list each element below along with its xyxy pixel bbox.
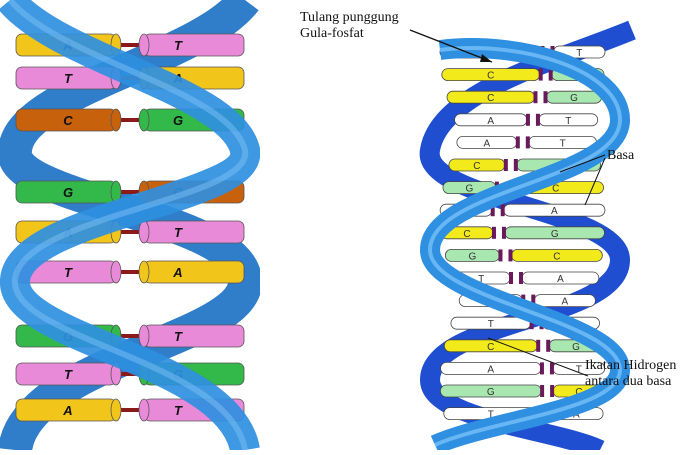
- hydrogen-bond: [549, 69, 553, 81]
- base-right-letter: A: [172, 265, 182, 280]
- base-left-letter: T: [64, 265, 73, 280]
- hydrogen-bond: [540, 385, 544, 397]
- base-right-letter: T: [174, 38, 183, 53]
- hydrogen-bond: [519, 272, 523, 284]
- base-right-letter: G: [173, 113, 183, 128]
- hydrogen-bond: [526, 136, 530, 148]
- label-backbone: Tulang punggung Gula-fosfat: [300, 10, 399, 42]
- base-right-letter: A: [551, 206, 558, 217]
- base-left-letter: A: [484, 138, 491, 149]
- base-right-letter: G: [572, 342, 580, 353]
- base-left-letter: T: [64, 71, 73, 86]
- base-left-letter: A: [487, 116, 494, 127]
- base-right-cap: [139, 109, 149, 131]
- hydrogen-bond: [533, 91, 537, 103]
- base-right-letter: T: [565, 116, 571, 127]
- hydrogen-bond: [550, 362, 554, 374]
- label-backbone-line2: Gula-fosfat: [300, 26, 399, 42]
- hydrogen-bond: [540, 362, 544, 374]
- base-left-letter: T: [488, 319, 494, 330]
- base-right-letter: A: [557, 274, 564, 285]
- base-right-letter: T: [174, 225, 183, 240]
- hydrogen-bond: [516, 136, 520, 148]
- hydrogen-bond: [508, 249, 512, 261]
- base-left-letter: G: [487, 387, 495, 398]
- base-left-letter: C: [487, 93, 494, 104]
- left-dna-diagram: ATTACGGCATTAGTTGAT: [0, 0, 260, 450]
- base-right-cap: [139, 221, 149, 243]
- base-left-letter: C: [487, 342, 494, 353]
- base-right-letter: C: [552, 184, 559, 195]
- hydrogen-bond: [501, 204, 505, 216]
- hydrogen-bond: [514, 159, 518, 171]
- label-backbone-line1: Tulang punggung: [300, 10, 399, 26]
- base-right-cap: [139, 325, 149, 347]
- base-left-cap: [111, 109, 121, 131]
- base-right-letter: A: [562, 297, 569, 308]
- base-left-letter: C: [473, 161, 480, 172]
- base-right-cap: [139, 261, 149, 283]
- label-base: Basa: [607, 148, 634, 164]
- base-left-letter: G: [63, 185, 73, 200]
- base-right: [144, 261, 244, 283]
- base-left-letter: G: [469, 251, 477, 262]
- base-right: [144, 325, 244, 347]
- label-hydrogen-bond: Ikatan Hidrogen antara dua basa: [585, 358, 676, 390]
- base-left-letter: C: [463, 229, 470, 240]
- hydrogen-bond: [539, 69, 543, 81]
- hydrogen-bond: [543, 91, 547, 103]
- base-right: [144, 34, 244, 56]
- label-hydrogen-bond-line1: Ikatan Hidrogen: [585, 358, 676, 374]
- hydrogen-bond: [546, 340, 550, 352]
- base-right-letter: T: [174, 329, 183, 344]
- hydrogen-bond: [504, 159, 508, 171]
- base-right-letter: T: [560, 138, 566, 149]
- base-right-cap: [139, 34, 149, 56]
- base-right-letter: G: [570, 93, 578, 104]
- base-left-cap: [111, 399, 121, 421]
- base-left-letter: G: [466, 184, 474, 195]
- base-right: [144, 221, 244, 243]
- hydrogen-bond: [502, 227, 506, 239]
- base-right-letter: C: [553, 251, 560, 262]
- base-right-letter: G: [551, 229, 559, 240]
- hydrogen-bond: [536, 340, 540, 352]
- base-left-letter: A: [487, 364, 494, 375]
- hydrogen-bond: [498, 249, 502, 261]
- hydrogen-bond: [526, 114, 530, 126]
- hydrogen-bond: [509, 272, 513, 284]
- base-right-letter: T: [576, 48, 582, 59]
- hydrogen-bond: [492, 227, 496, 239]
- base-pair: CG: [447, 91, 601, 104]
- hydrogen-bond: [550, 385, 554, 397]
- base-left-letter: C: [487, 71, 494, 82]
- base-left-letter: A: [62, 403, 72, 418]
- hydrogen-bond: [536, 114, 540, 126]
- label-hydrogen-bond-line2: antara dua basa: [585, 374, 676, 390]
- base-right-letter: T: [174, 403, 183, 418]
- left-dna-svg: ATTACGGCATTAGTTGAT: [0, 0, 260, 450]
- base-right-cap: [139, 399, 149, 421]
- base-left-cap: [111, 261, 121, 283]
- base-left-letter: T: [64, 367, 73, 382]
- base-left-letter: C: [63, 113, 73, 128]
